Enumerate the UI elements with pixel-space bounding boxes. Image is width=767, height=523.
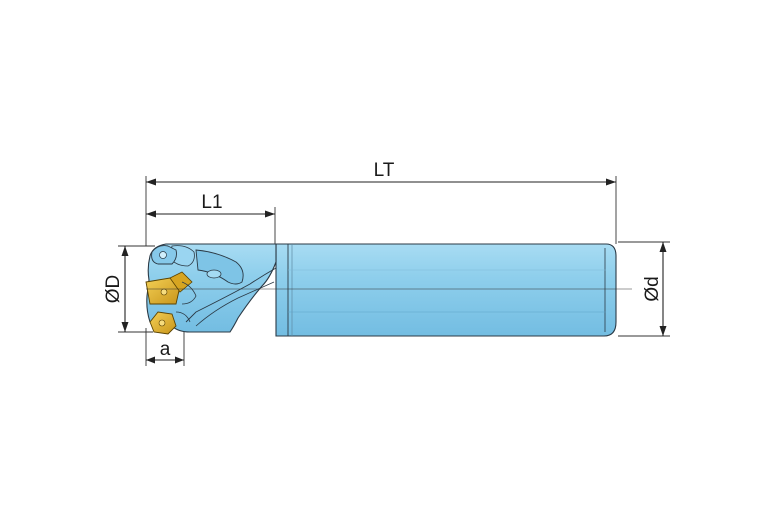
cutting-insert-middle bbox=[145, 271, 193, 305]
cutter-diameter-label: ØD bbox=[103, 275, 124, 304]
dimension-l1: L1 bbox=[146, 192, 276, 244]
l1-label: L1 bbox=[201, 192, 222, 213]
end-mill-tool bbox=[145, 243, 617, 337]
dimension-shank-diameter: Ød bbox=[618, 241, 670, 337]
a-label: a bbox=[160, 339, 171, 360]
cutting-insert-bottom bbox=[149, 311, 177, 335]
tool-shank bbox=[275, 243, 617, 337]
shank-diameter-label: Ød bbox=[642, 276, 663, 301]
dimension-lt: LT bbox=[145, 160, 617, 246]
dimension-cutter-diameter: ØD bbox=[103, 245, 155, 333]
lt-label: LT bbox=[374, 160, 395, 181]
